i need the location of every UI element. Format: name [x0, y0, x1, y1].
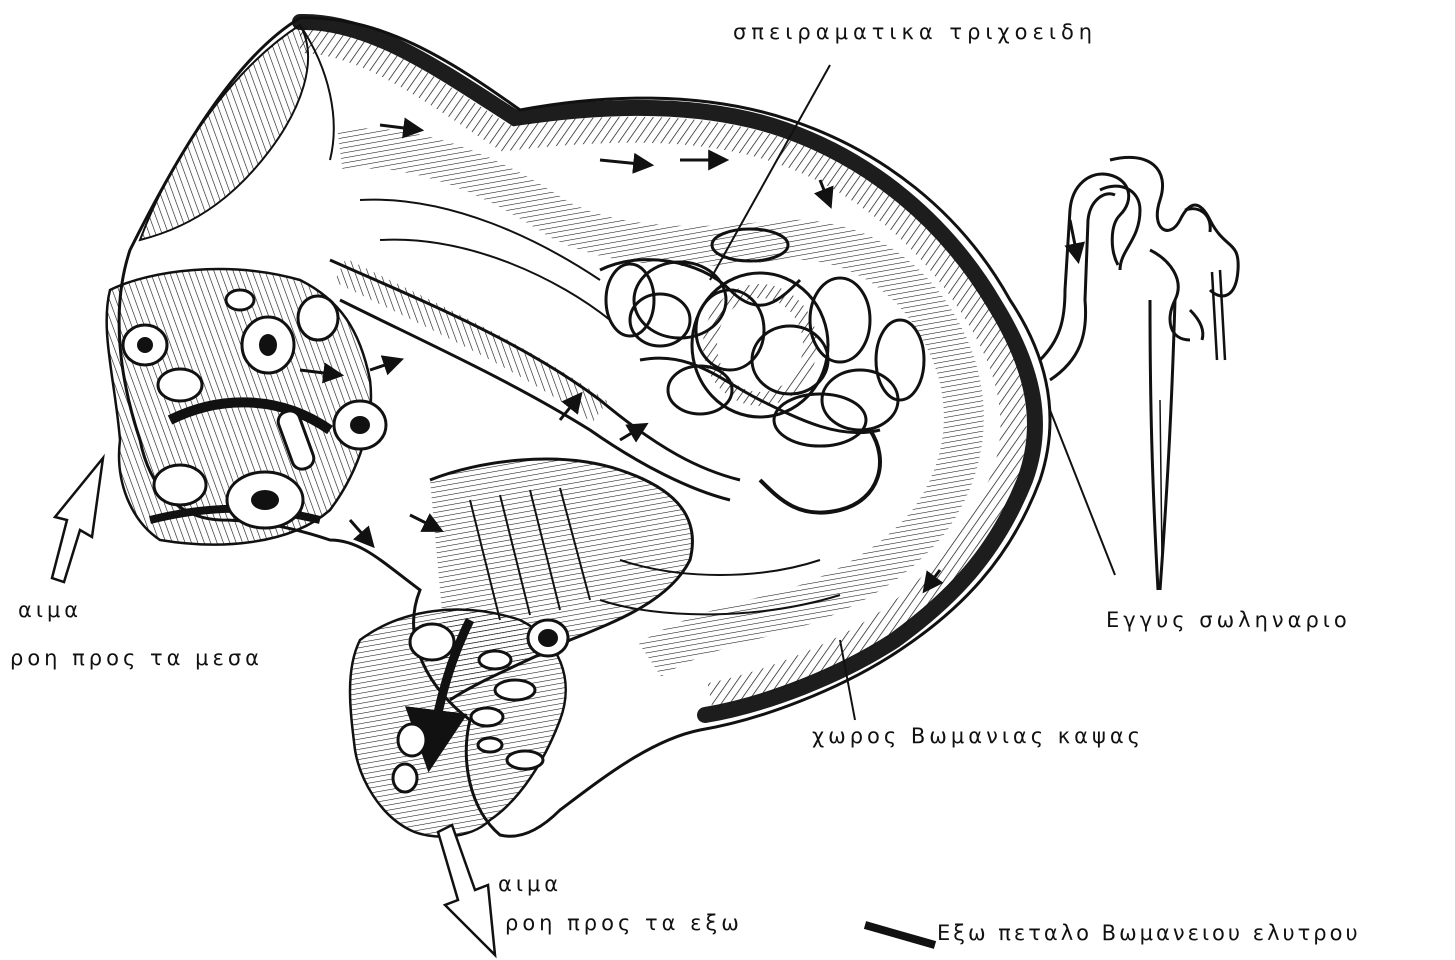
label-bowman-space: χωρος Βωμανιας καψας [812, 726, 1144, 747]
label-outer-layer: Εξω πεταλο Βωμανειου ελυτρου [937, 923, 1361, 944]
label-blood-in-title: αιμα [18, 600, 82, 621]
label-blood-out-flow: ροη προς τα εξω [505, 913, 743, 934]
label-blood-out-title: αιμα [498, 874, 562, 895]
blood-in-arrow [52, 458, 103, 582]
label-proximal-tubule: Εγγυς σωληναριο [1106, 610, 1351, 631]
label-blood-in-flow: ροη προς τα μεσα [10, 648, 263, 669]
blood-out-arrow [438, 825, 495, 955]
label-glomerular-capillaries: σπειραματικα τριχοειδη [733, 22, 1097, 43]
proximal-tubule [1040, 157, 1238, 590]
